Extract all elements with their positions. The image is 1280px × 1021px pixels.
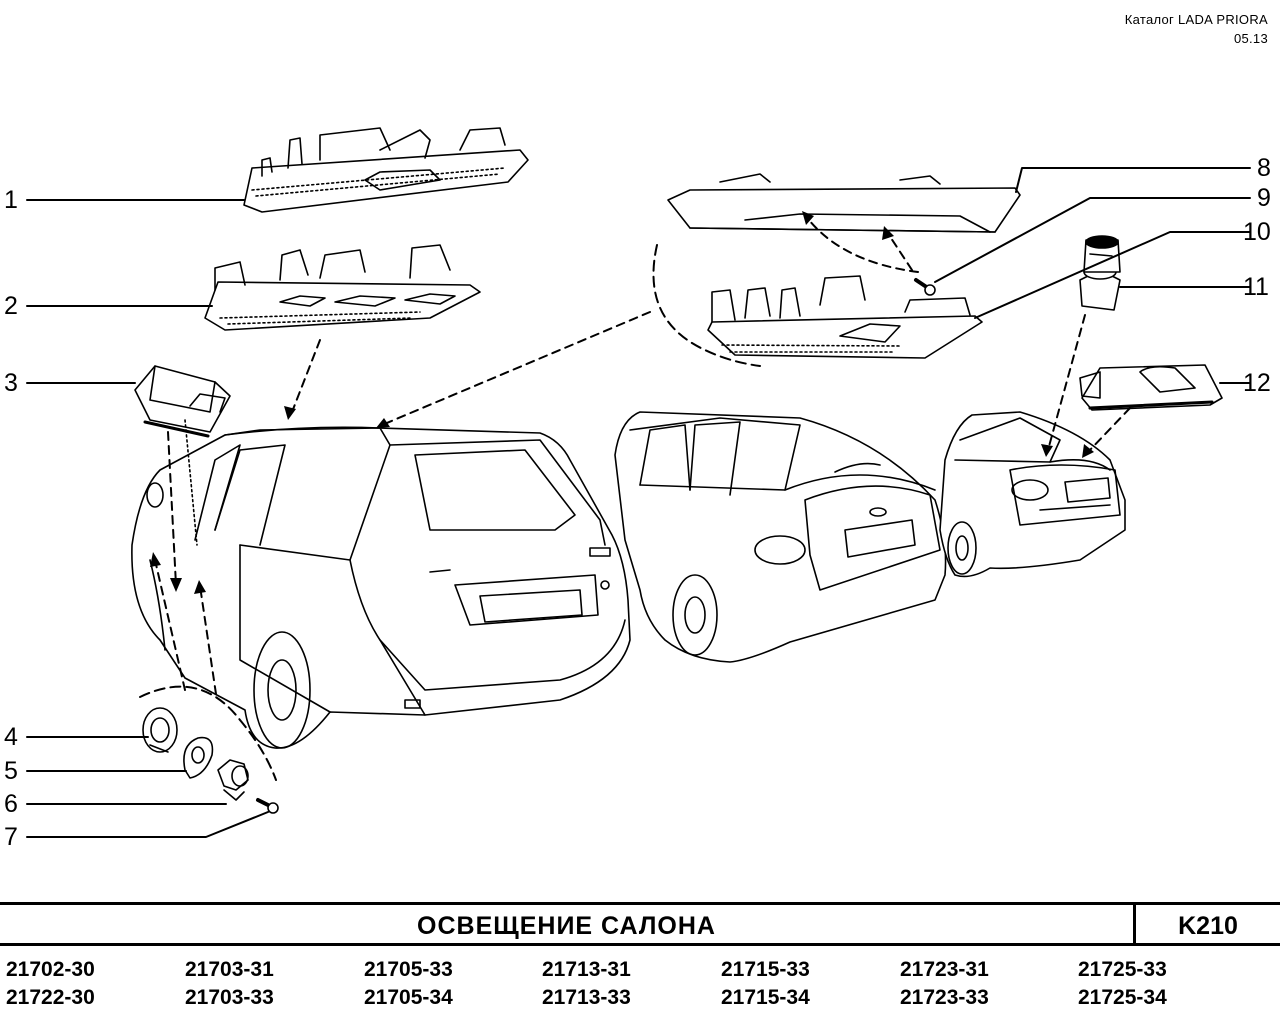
model-code: 21715-33 [721, 958, 810, 981]
model-code: 21723-31 [900, 958, 989, 981]
arrow-heads [150, 211, 1094, 594]
model-code: 21722-30 [6, 986, 95, 1009]
callout-8: 8 [1257, 154, 1271, 182]
model-code: 21703-31 [185, 958, 274, 981]
part-6-door-switch [217, 759, 249, 801]
part-4-boot [142, 707, 178, 753]
section-code: K210 [1178, 912, 1238, 940]
callout-3: 3 [4, 369, 18, 397]
car-hatchback [614, 411, 947, 663]
catalog-title: Каталог LADA PRIORA [1124, 12, 1268, 27]
model-code: 21705-33 [364, 958, 453, 981]
title-separator [1133, 905, 1136, 943]
part-7-screw [256, 798, 279, 814]
model-code: 21723-33 [900, 986, 989, 1009]
leader-lines [26, 167, 1251, 838]
parts-illustration [26, 127, 1251, 838]
part-12-trunk-lamp [1079, 364, 1223, 411]
part-9-screw [914, 278, 936, 296]
part-11-socket [1079, 235, 1121, 311]
model-code: 21713-31 [542, 958, 631, 981]
part-3-control-unit [134, 365, 231, 438]
catalog-date: 05.13 [1233, 31, 1268, 46]
model-code: 21703-33 [185, 986, 274, 1009]
callout-6: 6 [4, 790, 18, 818]
part-5-gasket [183, 736, 214, 779]
part-10-lamp-base [707, 275, 983, 359]
car-sedan [939, 411, 1126, 578]
model-code: 21715-34 [721, 986, 810, 1009]
model-code: 21705-34 [364, 986, 453, 1009]
model-code: 21725-34 [1078, 986, 1167, 1009]
title-bar: ОСВЕЩЕНИЕ САЛОНА K210 [0, 902, 1280, 946]
part-8-lamp-cover [667, 173, 1021, 233]
dashed-arrows [154, 214, 1131, 695]
section-title: ОСВЕЩЕНИЕ САЛОНА [417, 912, 716, 940]
part-1-front-lamp [243, 127, 529, 213]
callout-1: 1 [4, 186, 18, 214]
callout-7: 7 [4, 823, 18, 851]
part-2-lamp-with-switches [204, 244, 481, 331]
callout-4: 4 [4, 723, 18, 751]
callout-11: 11 [1243, 273, 1269, 301]
callout-2: 2 [4, 292, 18, 320]
callout-5: 5 [4, 757, 18, 785]
callout-9: 9 [1257, 184, 1271, 212]
model-code: 21725-33 [1078, 958, 1167, 981]
callout-10: 10 [1243, 218, 1271, 246]
model-code: 21702-30 [6, 958, 95, 981]
model-code: 21713-33 [542, 986, 631, 1009]
callout-12: 12 [1243, 369, 1271, 397]
car-estate [131, 419, 631, 749]
